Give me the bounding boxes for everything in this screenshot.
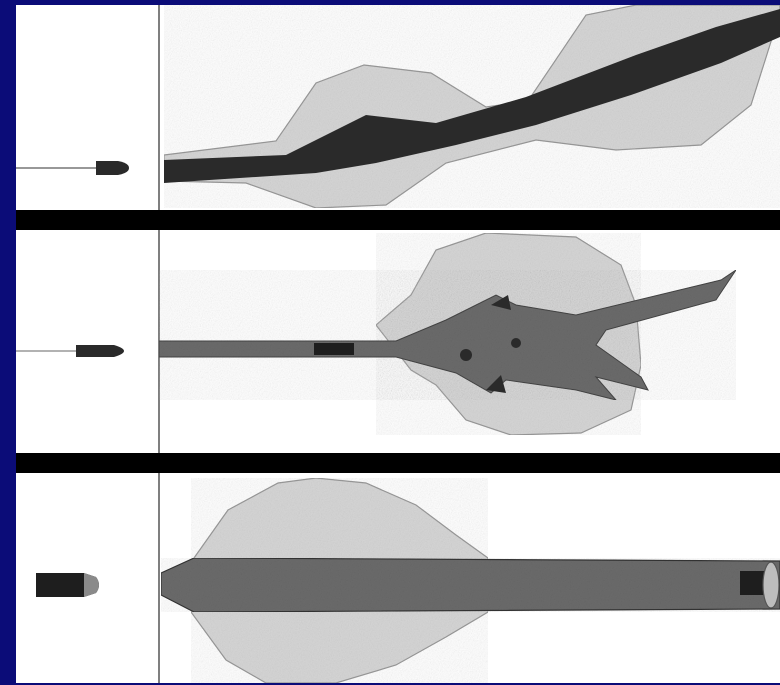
bullet-core-2 (314, 343, 354, 355)
fragment-2 (511, 338, 521, 348)
exit-opening-3 (763, 562, 779, 608)
panel-3 (36, 478, 780, 683)
divider-1 (16, 210, 780, 230)
wound-track-3 (161, 558, 780, 612)
panel-1 (16, 5, 780, 208)
wound-ballistics-diagram (16, 5, 780, 683)
bullet-1-icon (96, 161, 129, 175)
panel-2 (16, 233, 736, 435)
divider-2 (16, 453, 780, 473)
fragment-1 (460, 349, 472, 361)
bullet-2-icon (76, 345, 124, 357)
bullet-3-tip (84, 573, 99, 597)
temporary-cavity-1 (164, 5, 780, 208)
bullet-exit-3 (740, 571, 766, 595)
diagram-canvas (16, 5, 780, 683)
